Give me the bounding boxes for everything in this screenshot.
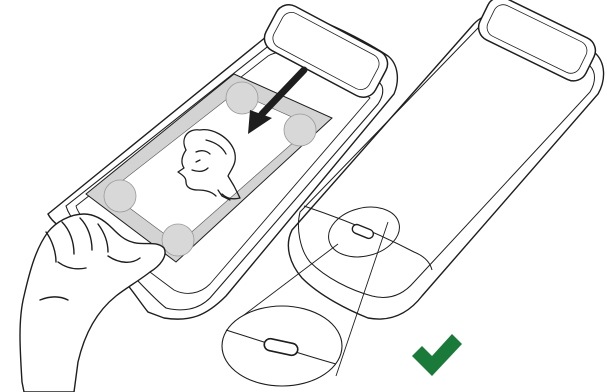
corner-tab-top-left	[226, 82, 258, 114]
check-mark-icon	[412, 334, 462, 376]
corner-tab-bottom-left	[104, 180, 136, 212]
corner-tab-top-right	[284, 114, 316, 146]
corner-tab-bottom-right	[162, 224, 194, 256]
